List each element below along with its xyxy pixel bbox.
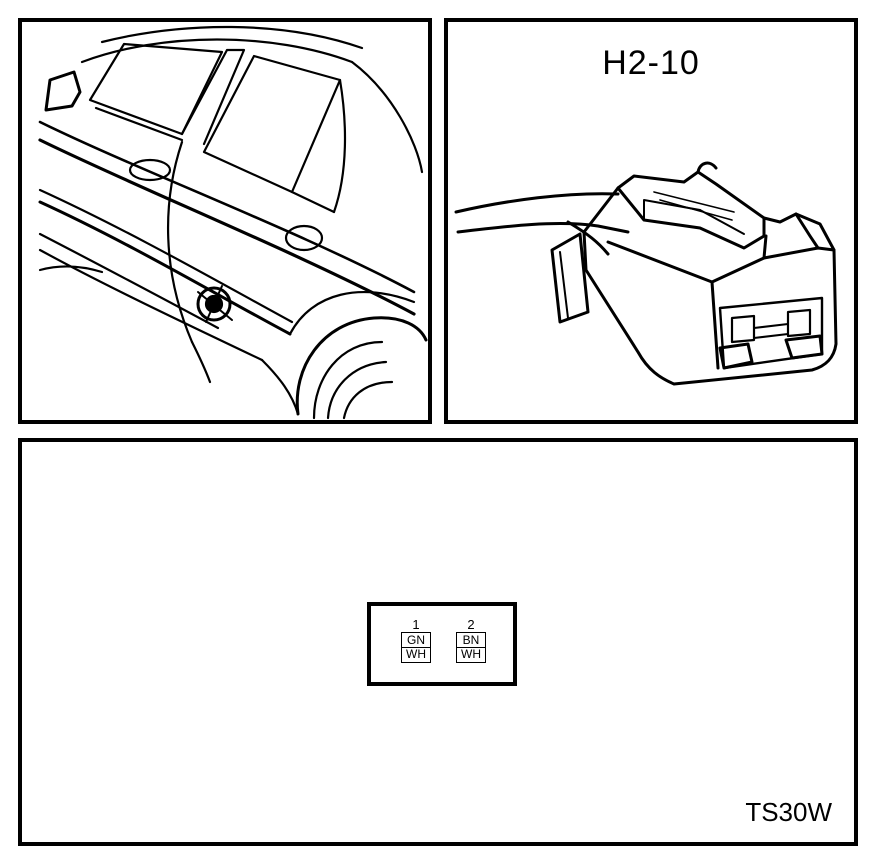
vehicle-side-view-drawing bbox=[38, 25, 428, 420]
wire bbox=[454, 192, 620, 214]
pin-number: 2 bbox=[467, 617, 475, 632]
connector-location-marker bbox=[196, 285, 233, 323]
connector-title: H2-10 bbox=[602, 44, 700, 82]
connector-top-ridge bbox=[616, 170, 766, 250]
connector-housing-drawing bbox=[454, 161, 838, 386]
pin-2: 2 BN WH bbox=[454, 618, 488, 663]
reference-code: TS30W bbox=[745, 797, 832, 827]
rear-door-handle bbox=[284, 224, 324, 252]
connector-view-panel: H2-10 bbox=[444, 18, 858, 424]
rear-window bbox=[202, 54, 342, 194]
front-window bbox=[88, 42, 224, 136]
vehicle-location-panel bbox=[18, 18, 432, 424]
pin-number: 1 bbox=[412, 617, 420, 632]
connector-pinout-face: 1 GN WH 2 BN WH bbox=[367, 602, 517, 686]
wire-color-stripe: WH bbox=[406, 647, 426, 661]
pinout-panel: 1 GN WH 2 BN WH TS30W bbox=[18, 438, 858, 846]
pin-wire-colors: BN WH bbox=[456, 632, 486, 663]
side-mirror bbox=[44, 70, 82, 112]
terminal-cavity-2 bbox=[786, 308, 812, 338]
wire-color-primary: BN bbox=[457, 634, 485, 648]
pin-1: 1 GN WH bbox=[399, 618, 433, 663]
wire-color-stripe: WH bbox=[461, 647, 481, 661]
wire-color-primary: GN bbox=[402, 634, 430, 648]
side-latch bbox=[550, 232, 590, 324]
terminal-cavity-1 bbox=[730, 314, 756, 344]
front-door-handle bbox=[128, 158, 172, 182]
pin-wire-colors: GN WH bbox=[401, 632, 431, 663]
connector-body bbox=[582, 186, 838, 386]
